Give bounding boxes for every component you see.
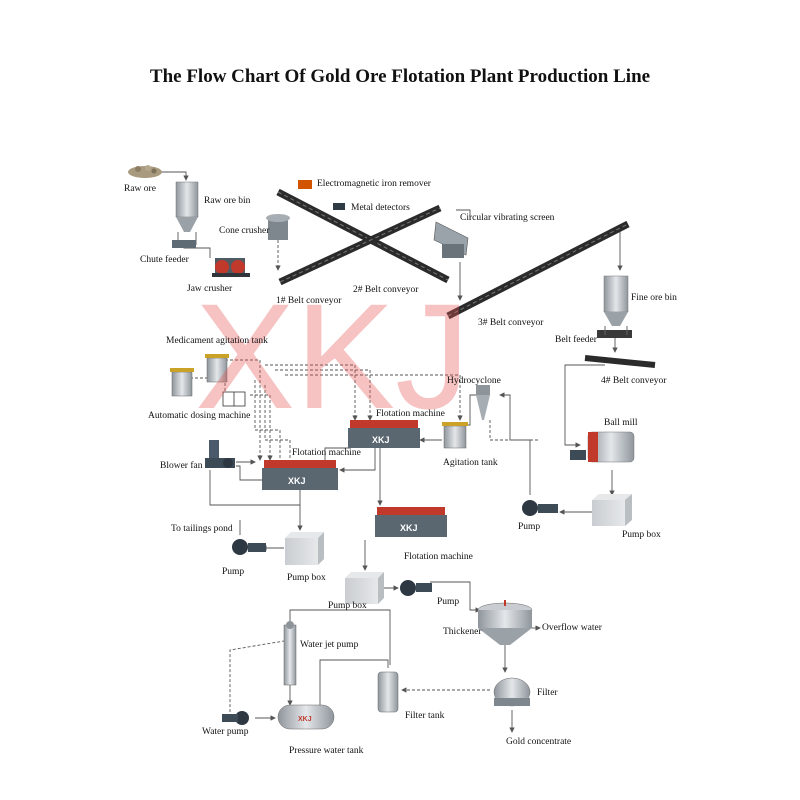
- label-pump-box-right: Pump box: [622, 530, 661, 540]
- svg-text:XKJ: XKJ: [372, 435, 390, 445]
- belt-conveyor-4: [584, 355, 656, 368]
- label-metal-detectors: Metal detectors: [351, 203, 410, 213]
- label-to-tailings-pond: To tailings pond: [171, 524, 233, 534]
- page-title: The Flow Chart Of Gold Ore Flotation Pla…: [149, 66, 651, 87]
- label-hydrocyclone: Hydrocyclone: [447, 376, 501, 386]
- svg-text:XKJ: XKJ: [400, 523, 418, 533]
- blower-fan-shape: [205, 440, 235, 468]
- label-iron-remover: Electromagnetic iron remover: [317, 179, 431, 189]
- belt-conveyors: [276, 188, 656, 368]
- svg-text:XKJ: XKJ: [288, 476, 306, 486]
- label-flotation-lower: Flotation machine: [404, 552, 473, 562]
- label-filter: Filter: [537, 688, 558, 698]
- label-belt-conveyor-3: 3# Belt conveyor: [478, 318, 544, 328]
- label-belt-conveyor-4: 4# Belt conveyor: [601, 376, 667, 386]
- label-belt-conveyor-1: 1# Belt conveyor: [276, 296, 342, 306]
- label-pressure-water-tank: Pressure water tank: [289, 746, 364, 756]
- label-raw-ore: Raw ore: [124, 184, 156, 194]
- pump-box-center-shape: [345, 572, 384, 604]
- thickener-shape: [477, 600, 533, 645]
- svg-text:XKJ: XKJ: [298, 716, 312, 723]
- pump-box-left-shape: [285, 532, 324, 565]
- label-agitation-tank: Agitation tank: [443, 458, 498, 468]
- vibrating-screen-shape: [433, 221, 469, 258]
- belt-feeder-shape: [597, 330, 632, 338]
- label-raw-ore-bin: Raw ore bin: [204, 196, 251, 206]
- pump-right-shape: [522, 500, 558, 516]
- label-pump-left: Pump: [222, 567, 245, 577]
- chute-feeder-shape: [172, 240, 196, 248]
- label-jaw-crusher: Jaw crusher: [187, 284, 233, 294]
- label-filter-tank: Filter tank: [405, 711, 445, 721]
- label-flotation-upper: Flotation machine: [376, 409, 445, 419]
- ball-mill-shape: [570, 431, 635, 463]
- filter-tank-shape: [377, 671, 399, 713]
- label-dosing-machine: Automatic dosing machine: [148, 411, 251, 421]
- pump-left-shape: [232, 539, 266, 555]
- iron-remover-shape: [298, 180, 312, 189]
- cone-crusher-shape: [266, 214, 290, 240]
- label-thickener: Thickener: [443, 627, 482, 637]
- label-overflow-water: Overflow water: [542, 623, 602, 633]
- label-ball-mill: Ball mill: [604, 418, 638, 428]
- flotation-machine-middle-shape: XKJ: [262, 460, 338, 490]
- flotation-machine-upper-shape: XKJ: [348, 420, 420, 448]
- label-chute-feeder: Chute feeder: [140, 255, 189, 265]
- watermark: XKJ: [195, 272, 471, 440]
- raw-ore-bin-shape: [175, 181, 199, 245]
- pressure-water-tank-shape: XKJ: [277, 704, 335, 730]
- label-belt-conveyor-2: 2# Belt conveyor: [353, 285, 419, 295]
- fine-ore-bin-shape: [603, 275, 629, 335]
- label-blower-fan: Blower fan: [160, 461, 203, 471]
- label-cone-crusher: Cone crusher: [219, 226, 270, 236]
- label-water-pump: Water pump: [202, 727, 249, 737]
- hydrocyclone-shape: [476, 385, 490, 420]
- connector-lines: [160, 171, 623, 733]
- label-pump-right: Pump: [518, 522, 541, 532]
- pump-box-right-shape: [592, 494, 632, 526]
- jaw-crusher-shape: [212, 258, 250, 277]
- label-flotation-middle: Flotation machine: [292, 448, 361, 458]
- water-jet-pump-shape: [283, 621, 297, 686]
- water-pump-shape: [222, 711, 249, 725]
- label-pump-box-left: Pump box: [287, 573, 326, 583]
- metal-detector-shape: [333, 203, 345, 210]
- raw-ore-pile: [128, 165, 162, 178]
- medicament-tank-shape: [170, 354, 229, 397]
- label-medicament-tank: Medicament agitation tank: [166, 336, 268, 346]
- pump-center-shape: [400, 580, 432, 596]
- label-pump-box-center: Pump box: [328, 601, 367, 611]
- label-gold-concentrate: Gold concentrate: [506, 737, 572, 747]
- label-belt-feeder: Belt feeder: [555, 335, 597, 345]
- filter-shape: [493, 677, 531, 707]
- flotation-machine-lower-shape: XKJ: [375, 507, 447, 537]
- label-water-jet-pump: Water jet pump: [300, 640, 359, 650]
- agitation-tank-shape: [442, 422, 468, 449]
- label-vibrating-screen: Circular vibrating screen: [460, 213, 555, 223]
- label-pump-center: Pump: [437, 597, 460, 607]
- label-fine-ore-bin: Fine ore bin: [631, 293, 677, 303]
